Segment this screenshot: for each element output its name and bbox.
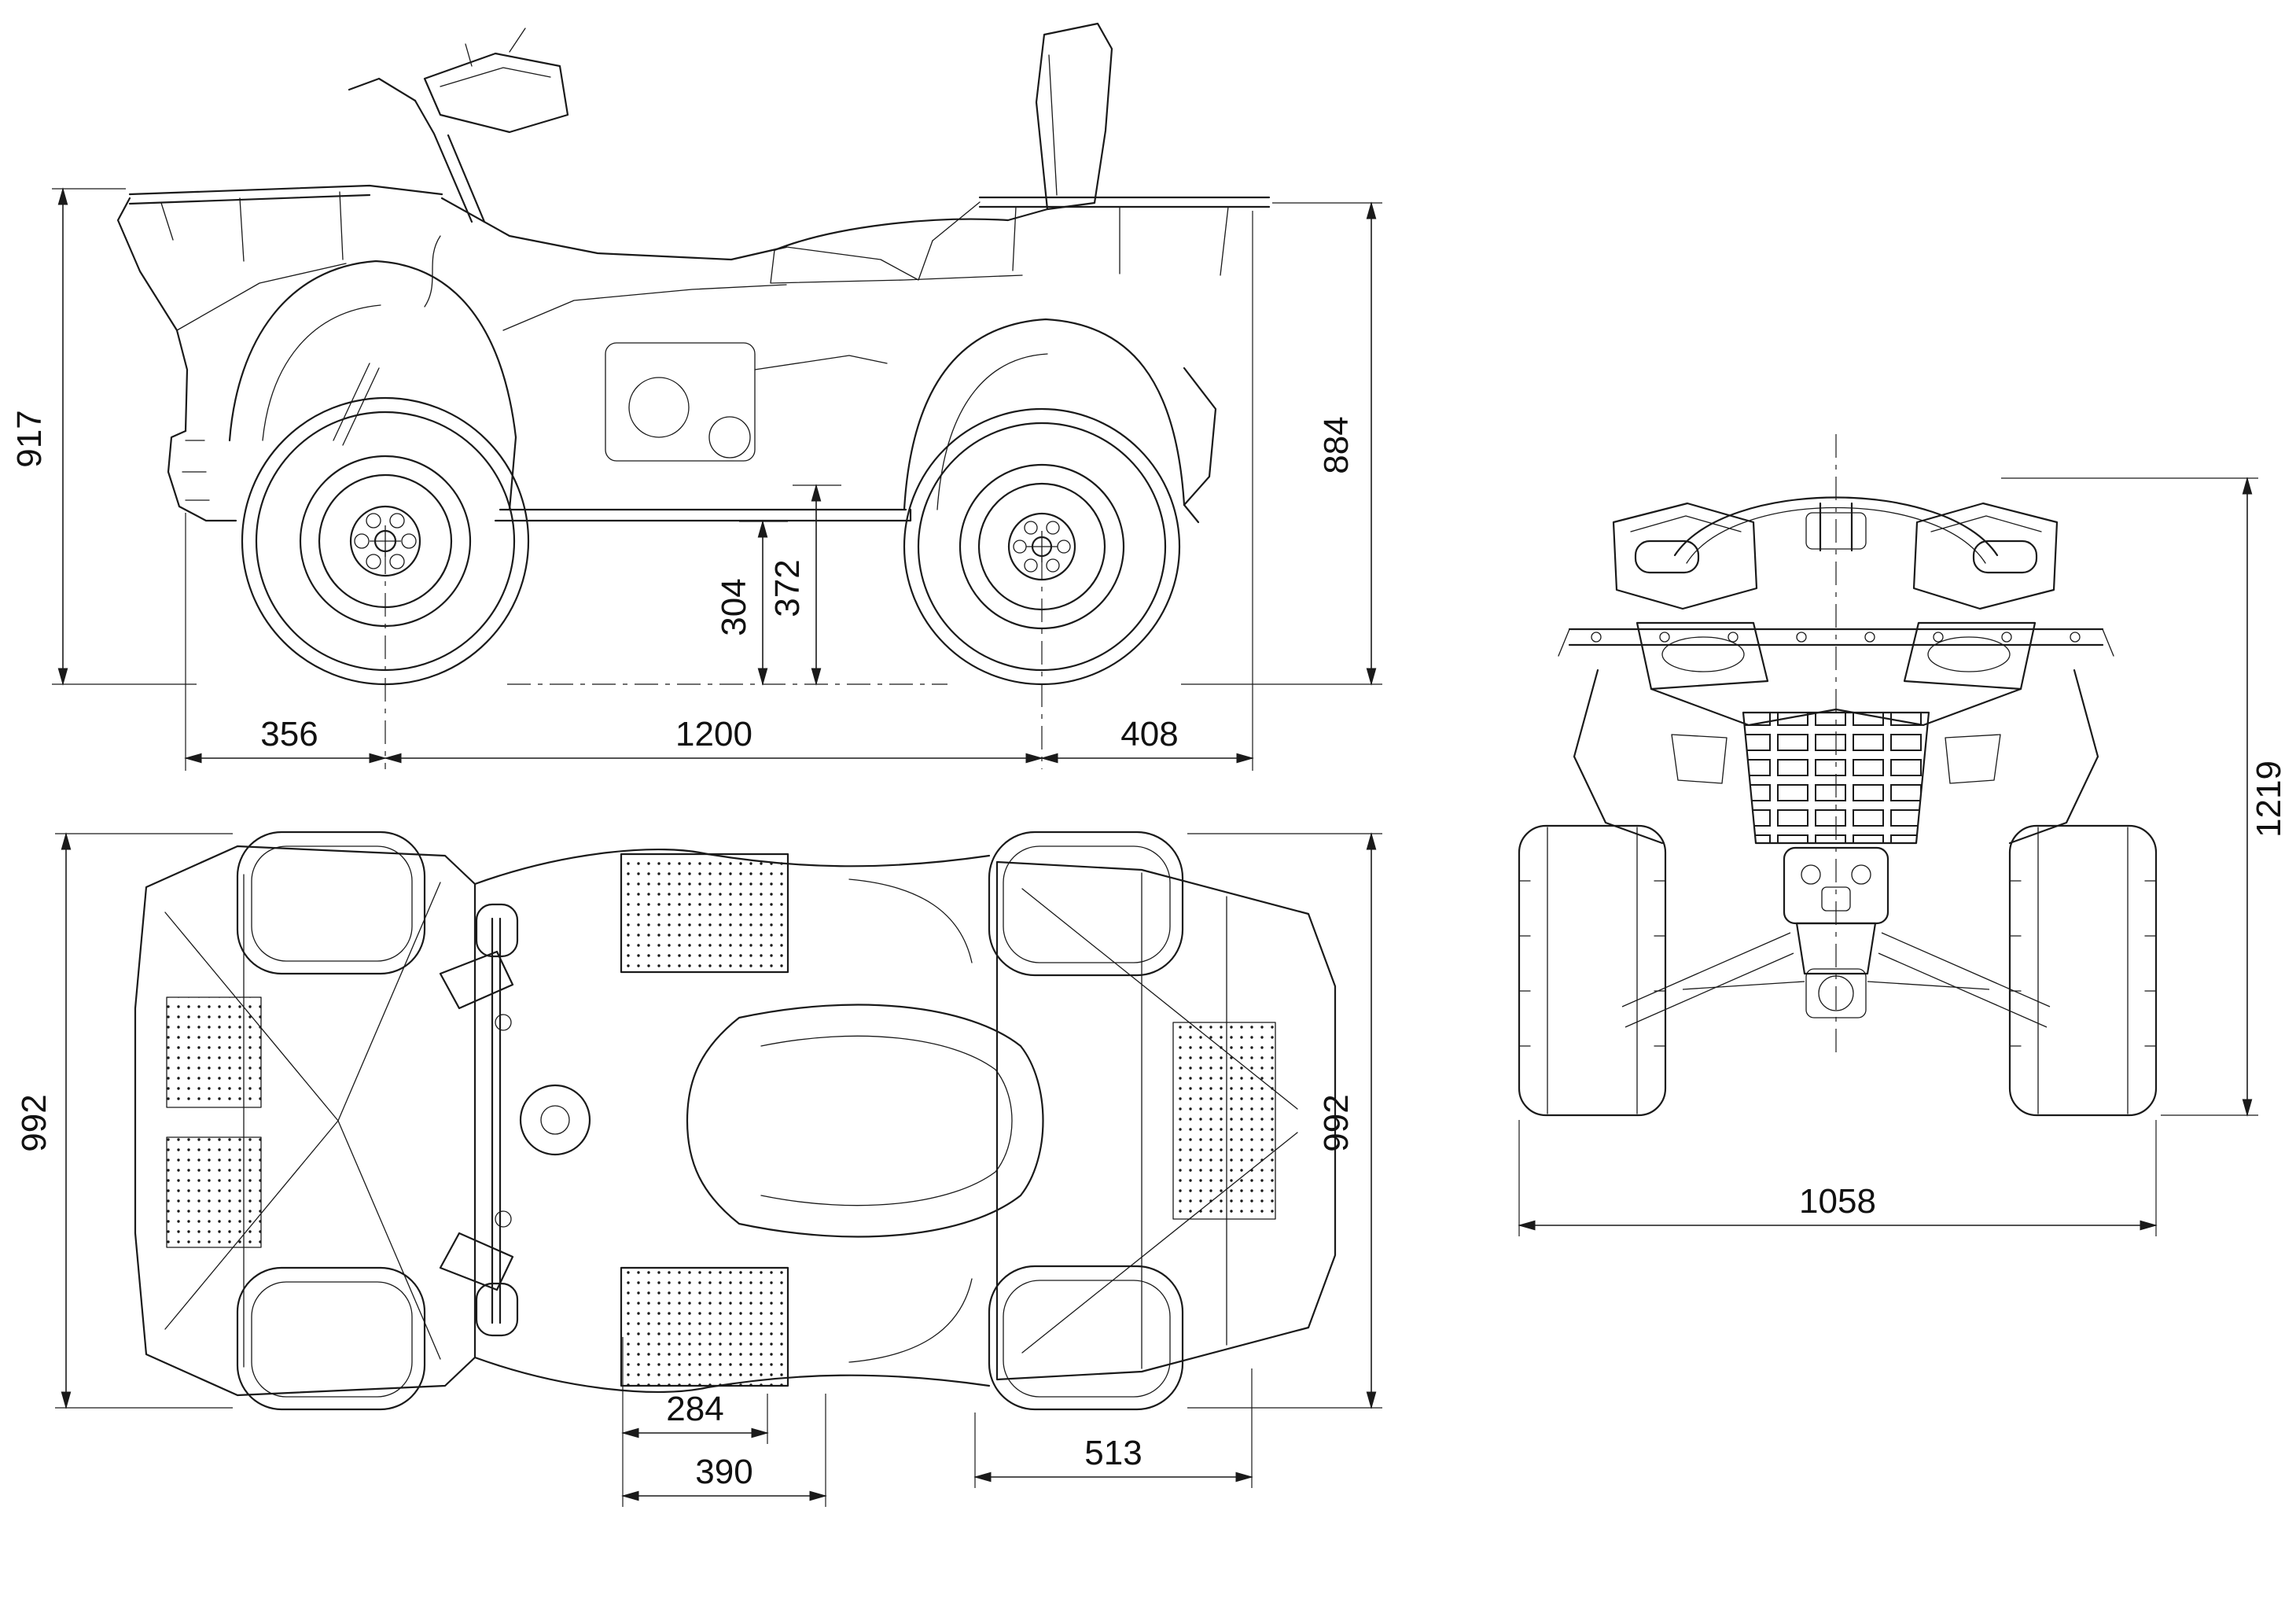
top-wheels xyxy=(236,831,1184,1411)
dim-1219-label: 1219 xyxy=(2250,761,2288,838)
front-view-drawing xyxy=(1518,434,2158,1117)
top-rear-rack xyxy=(995,860,1337,1381)
front-rack xyxy=(1558,628,2114,657)
front-mirrors xyxy=(1612,502,2059,610)
side-axle-crosses xyxy=(370,525,1058,562)
side-axle-centerlines xyxy=(385,551,1043,769)
top-seat xyxy=(686,878,1044,1363)
front-bodywork xyxy=(1573,621,2099,975)
dim-1058-label: 1058 xyxy=(1799,1182,1876,1221)
dim-917-label: 917 xyxy=(10,410,49,467)
side-body xyxy=(116,22,1271,524)
side-view-dimensions: 917 884 304 372 356 1200 408 xyxy=(10,187,1382,771)
dim-284-label: 284 xyxy=(666,1390,723,1428)
top-front-rack xyxy=(134,845,476,1397)
front-wheels xyxy=(1518,824,2158,1117)
top-body xyxy=(439,848,991,1394)
dim-992-left-label: 992 xyxy=(15,1094,53,1151)
dim-372-label: 372 xyxy=(768,559,807,617)
front-suspension xyxy=(1621,932,2051,1028)
dim-356-label: 356 xyxy=(260,715,318,753)
top-view-dimensions: 992 992 284 390 513 xyxy=(15,832,1382,1507)
front-view-dimensions: 1219 1058 xyxy=(1518,477,2288,1236)
dim-408-label: 408 xyxy=(1120,715,1178,753)
dim-992-right-label: 992 xyxy=(1317,1094,1356,1151)
dim-513-label: 513 xyxy=(1084,1434,1142,1472)
side-view-drawing xyxy=(116,22,1271,769)
dim-304-label: 304 xyxy=(715,578,753,635)
top-view-drawing xyxy=(134,831,1337,1411)
dim-1200-label: 1200 xyxy=(675,715,752,753)
dim-390-label: 390 xyxy=(695,1453,752,1491)
dim-884-label: 884 xyxy=(1317,416,1356,473)
front-handlebar xyxy=(1634,496,2038,574)
